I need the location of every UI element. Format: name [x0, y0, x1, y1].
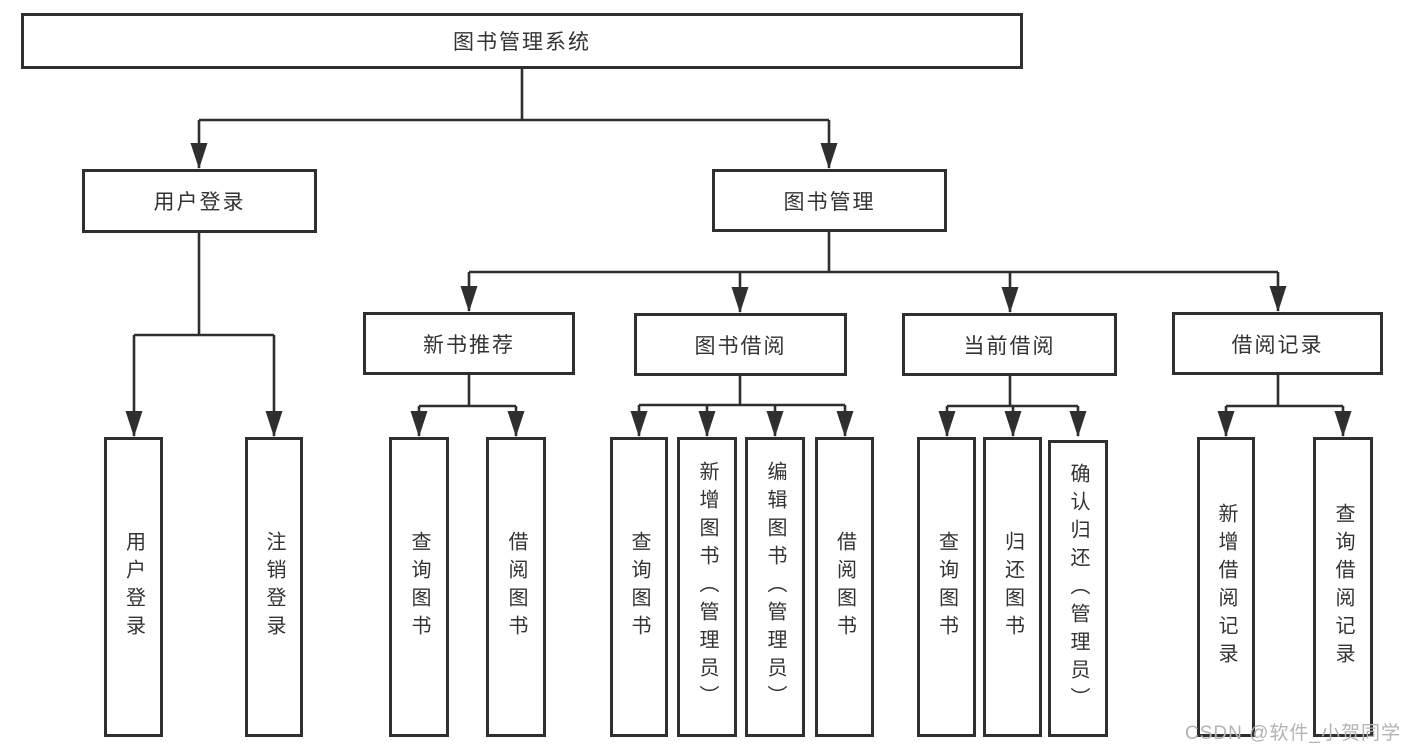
leaf-query-borrow-record-label: 查询借阅记录 [1332, 503, 1354, 671]
leaf-borrow-query-books-label: 查询图书 [628, 531, 650, 643]
leaf-borrow-borrow-books-label: 借阅图书 [833, 531, 856, 643]
leaf-current-query-books: 查询图书 [917, 437, 976, 737]
leaf-edit-books-admin-label: 编辑图书（管理员） [764, 461, 786, 713]
leaf-borrow-query-books: 查询图书 [610, 437, 668, 737]
leaf-add-books-admin-label: 新增图书（管理员） [696, 461, 718, 713]
node-book-management-branch: 图书管理 [712, 169, 947, 232]
node-current-borrow: 当前借阅 [902, 313, 1117, 376]
node-borrow-record-label: 借阅记录 [1231, 333, 1324, 357]
node-new-book-recommend-label: 新书推荐 [423, 333, 515, 357]
node-root-system-label: 图书管理系统 [453, 31, 591, 54]
leaf-return-books-label: 归还图书 [1001, 531, 1024, 643]
node-book-management-branch-label: 图书管理 [783, 190, 876, 214]
node-current-borrow-label: 当前借阅 [963, 334, 1056, 358]
leaf-user-login-label: 用户登录 [122, 531, 145, 643]
node-root-system: 图书管理系统 [21, 13, 1023, 69]
leaf-return-books: 归还图书 [983, 437, 1042, 737]
leaf-newbook-query-books: 查询图书 [389, 437, 449, 737]
leaf-add-borrow-record: 新增借阅记录 [1197, 437, 1255, 737]
node-user-login-branch-label: 用户登录 [153, 191, 246, 214]
node-book-borrow: 图书借阅 [634, 313, 847, 376]
leaf-logout: 注销登录 [245, 437, 303, 737]
leaf-user-login: 用户登录 [104, 437, 163, 737]
leaf-add-borrow-record-label: 新增借阅记录 [1215, 503, 1237, 671]
leaf-confirm-return-admin-label: 确认归还（管理员） [1067, 462, 1089, 715]
leaf-add-books-admin: 新增图书（管理员） [677, 437, 737, 737]
leaf-confirm-return-admin: 确认归还（管理员） [1048, 440, 1108, 737]
node-new-book-recommend: 新书推荐 [363, 312, 575, 375]
leaf-current-query-books-label: 查询图书 [935, 531, 958, 643]
node-book-borrow-label: 图书借阅 [694, 334, 787, 358]
leaf-newbook-query-books-label: 查询图书 [408, 531, 430, 643]
leaf-newbook-borrow-books-label: 借阅图书 [505, 531, 527, 643]
leaf-logout-label: 注销登录 [263, 531, 285, 643]
leaf-query-borrow-record: 查询借阅记录 [1313, 437, 1373, 737]
leaf-borrow-borrow-books: 借阅图书 [815, 437, 874, 737]
node-user-login-branch: 用户登录 [82, 169, 317, 233]
node-borrow-record: 借阅记录 [1172, 312, 1383, 375]
leaf-edit-books-admin: 编辑图书（管理员） [745, 437, 805, 737]
csdn-watermark: CSDN @软件_小贺同学 [1185, 723, 1401, 744]
leaf-newbook-borrow-books: 借阅图书 [486, 437, 546, 737]
